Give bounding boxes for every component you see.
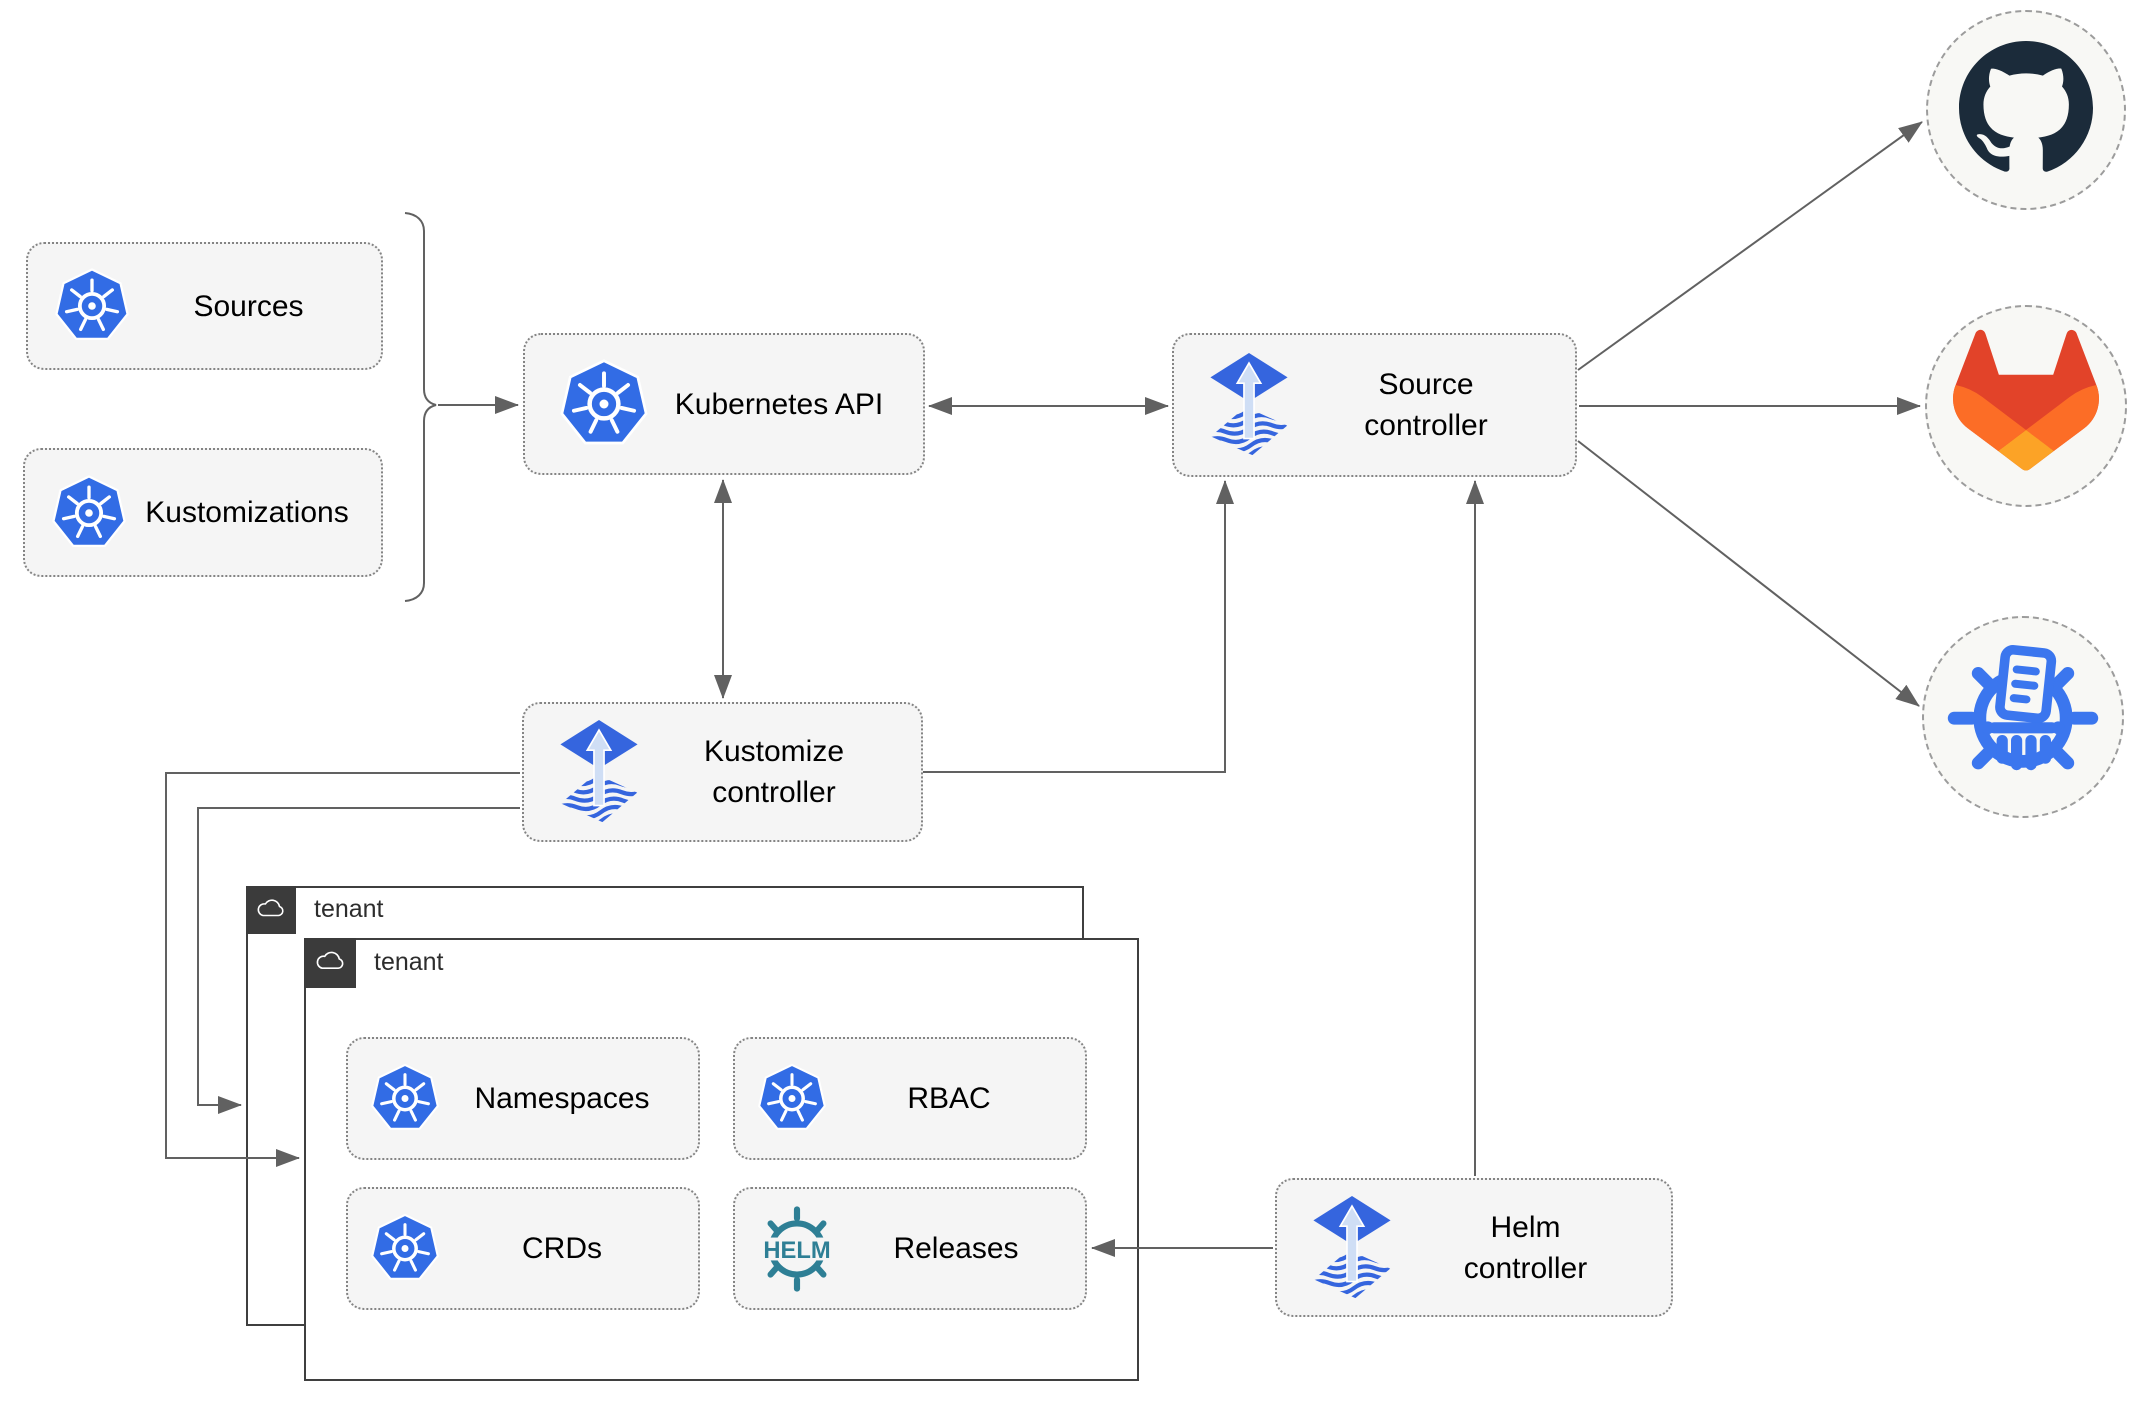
gitlab-provider-circle[interactable] xyxy=(1925,305,2127,507)
node-crds[interactable]: CRDs xyxy=(346,1187,700,1310)
tenant-back-label: tenant xyxy=(314,895,384,923)
node-label: Kustomize controller xyxy=(703,735,845,809)
arrow-source-to-github xyxy=(1577,121,1923,371)
node-kustomizations[interactable]: Kustomizations xyxy=(23,448,383,577)
helm-logo-text: HELM xyxy=(763,1236,830,1263)
brace-sources-kustomizations xyxy=(404,212,437,602)
node-source-controller[interactable]: Source controller xyxy=(1172,333,1577,477)
kubernetes-icon xyxy=(757,1062,827,1135)
flux-icon xyxy=(1207,353,1291,457)
gitlab-icon xyxy=(1950,328,2102,485)
node-releases[interactable]: HELM Releases xyxy=(733,1187,1087,1310)
node-helm-controller[interactable]: Helm controller xyxy=(1275,1178,1673,1317)
node-label: Source controller xyxy=(1364,368,1488,442)
node-namespaces[interactable]: Namespaces xyxy=(346,1037,700,1160)
kubernetes-icon xyxy=(370,1212,440,1285)
tenant-back-badge xyxy=(246,886,296,934)
arrow-kustomize-to-source xyxy=(923,480,1234,773)
node-label: RBAC xyxy=(907,1082,991,1115)
node-label: Helm controller xyxy=(1463,1210,1588,1285)
node-label: Sources xyxy=(193,289,304,323)
chart-registry-icon xyxy=(1943,635,2103,800)
kubernetes-icon xyxy=(559,357,649,451)
node-sources[interactable]: Sources xyxy=(26,242,383,370)
cloud-icon xyxy=(314,948,347,978)
node-label: Namespaces xyxy=(474,1082,650,1115)
node-label: Kustomizations xyxy=(145,496,349,529)
kubernetes-icon xyxy=(54,266,130,346)
node-kustomize-controller[interactable]: Kustomize controller xyxy=(522,702,923,842)
tenant-front-badge xyxy=(304,938,356,988)
node-kubernetes-api[interactable]: Kubernetes API xyxy=(523,333,925,475)
node-label: Kubernetes API xyxy=(674,387,884,421)
arrow-source-to-registry xyxy=(1577,440,1920,707)
flux-icon xyxy=(557,720,641,824)
cloud-icon xyxy=(255,896,287,925)
helm-icon: HELM xyxy=(753,1205,841,1293)
github-provider-circle[interactable] xyxy=(1926,10,2126,210)
node-rbac[interactable]: RBAC xyxy=(733,1037,1087,1160)
kubernetes-icon xyxy=(51,473,127,553)
tenant-front-label: tenant xyxy=(374,948,444,976)
node-label: Releases xyxy=(893,1232,1019,1265)
flux-icon xyxy=(1310,1195,1394,1300)
github-icon xyxy=(1959,40,2093,180)
node-label: CRDs xyxy=(522,1232,602,1265)
chart-registry-provider-circle[interactable] xyxy=(1922,616,2124,818)
kubernetes-icon xyxy=(370,1062,440,1135)
